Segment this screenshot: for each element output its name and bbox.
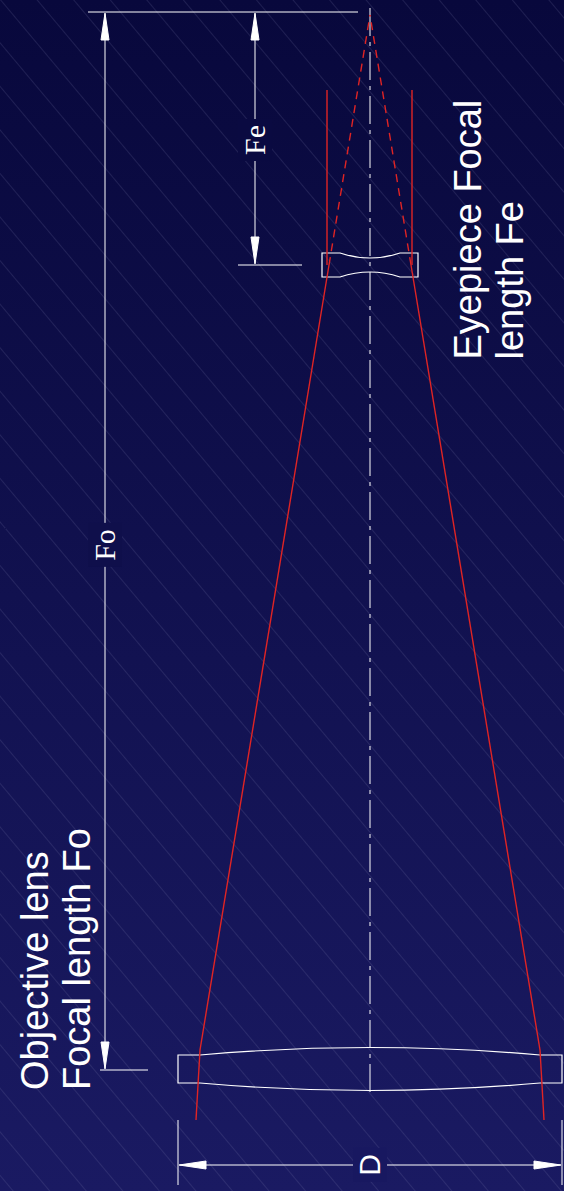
parallel-ray xyxy=(326,90,327,265)
eyepiece-lens xyxy=(322,253,418,277)
extension-line xyxy=(562,1120,563,1185)
objective-lens xyxy=(178,1048,562,1091)
incoming-ray xyxy=(540,1050,544,1120)
arrowhead xyxy=(179,1161,206,1169)
arrowhead xyxy=(101,1042,109,1069)
parallel-ray xyxy=(411,90,412,265)
arrowhead xyxy=(251,13,259,40)
dimension-label: Fo xyxy=(88,523,122,567)
part-label: Objective lens Focal length Fo xyxy=(15,800,99,1090)
extension-line xyxy=(100,1070,148,1071)
dimension-lines xyxy=(88,12,562,1185)
part-label: Eyepiece Focal length Fe xyxy=(448,85,532,360)
virtual-ray xyxy=(329,15,370,265)
virtual-ray xyxy=(370,15,411,265)
dimension-label: D xyxy=(353,1148,387,1182)
arrowhead xyxy=(101,13,109,40)
arrowhead xyxy=(251,237,259,264)
light-rays xyxy=(196,15,544,1120)
converging-ray xyxy=(200,265,329,1050)
extension-line xyxy=(88,12,358,13)
optical-axis xyxy=(370,8,371,1095)
extension-line xyxy=(238,265,302,266)
extension-line xyxy=(178,1120,179,1185)
dimension-label: Fe xyxy=(238,119,272,161)
arrowhead xyxy=(534,1161,561,1169)
converging-ray xyxy=(411,265,540,1050)
incoming-ray xyxy=(196,1050,200,1120)
